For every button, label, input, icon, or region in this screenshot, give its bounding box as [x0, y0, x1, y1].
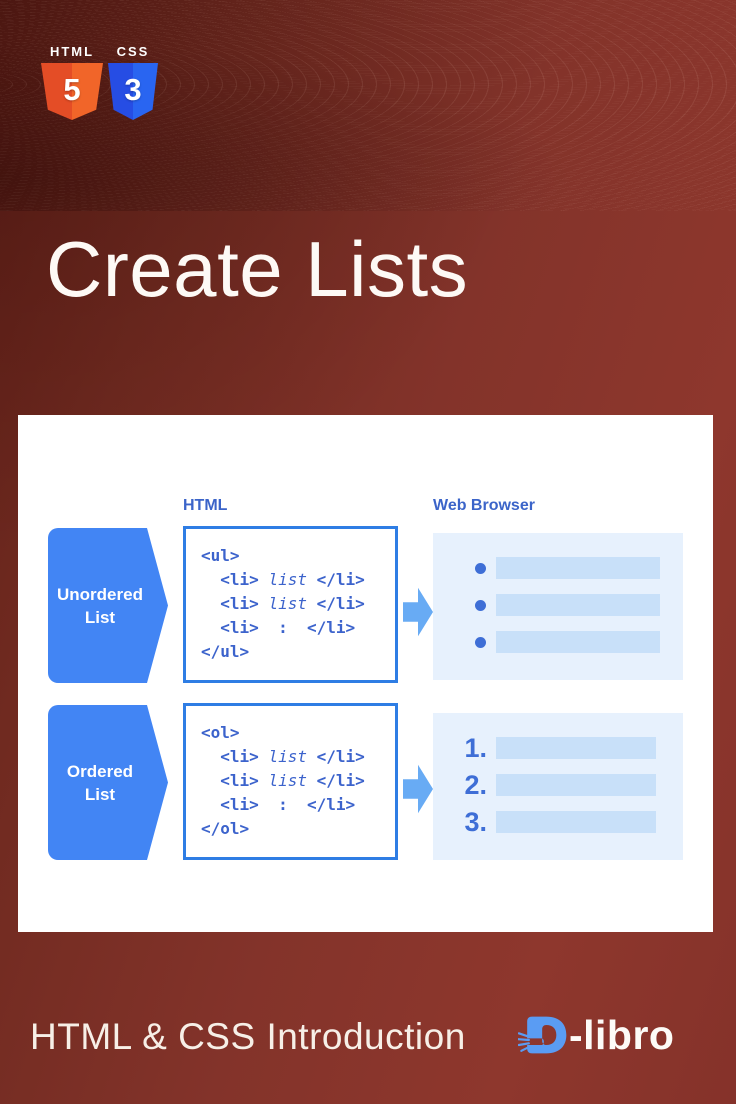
- css3-number: 3: [124, 72, 142, 107]
- brand-logo: -libro: [518, 1008, 674, 1062]
- badge-unordered-line1: Unordered: [57, 584, 143, 604]
- diagram-card: HTML Web Browser Unordered List <ul> <li…: [18, 415, 713, 932]
- footer-subtitle: HTML & CSS Introduction: [30, 1016, 466, 1057]
- page-title: Create Lists: [46, 225, 469, 313]
- list-number: 1.: [464, 732, 487, 763]
- list-item-row: 2.: [433, 770, 683, 800]
- content-bar: [496, 774, 656, 796]
- list-item-row: 1.: [433, 733, 683, 763]
- css3-shield-icon: 3: [108, 63, 158, 120]
- flow-arrow-icon: [403, 764, 433, 814]
- content-bar: [496, 557, 660, 579]
- html5-number: 5: [63, 72, 81, 107]
- dlibro-mark-icon: [518, 1016, 567, 1054]
- column-header-web-browser: Web Browser: [433, 497, 535, 514]
- html5-logo: HTML 5: [40, 44, 104, 120]
- css3-logo: CSS 3: [107, 44, 159, 120]
- badge-ordered-line2: List: [84, 784, 116, 804]
- badge-ordered-list: Ordered List: [48, 705, 168, 860]
- list-item-row: [433, 557, 683, 579]
- list-item-row: 3.: [433, 807, 683, 837]
- content-bar: [496, 631, 660, 653]
- content-bar: [496, 737, 656, 759]
- badge-ordered-line1: Ordered: [66, 761, 134, 781]
- badge-unordered-list: Unordered List: [48, 528, 168, 683]
- column-header-html: HTML: [183, 497, 228, 514]
- html5-shield-icon: 5: [41, 63, 103, 120]
- browser-panel-ordered: 1. 2. 3.: [433, 713, 683, 860]
- code-box-ul: <ul> <li> list </li> <li> list </li> <li…: [183, 526, 398, 683]
- list-number: 2.: [464, 769, 487, 800]
- bullet-icon: [475, 599, 486, 611]
- content-bar: [496, 811, 656, 833]
- badge-unordered-line2: List: [84, 607, 116, 627]
- list-item-row: [433, 631, 683, 653]
- list-item-row: [433, 594, 683, 616]
- css3-label: CSS: [116, 44, 150, 59]
- flow-arrow-icon: [403, 587, 433, 637]
- content-bar: [496, 594, 660, 616]
- html5-label: HTML: [49, 44, 95, 59]
- code-box-ol: <ol> <li> list </li> <li> list </li> <li…: [183, 703, 398, 860]
- browser-panel-unordered: [433, 533, 683, 680]
- list-number: 3.: [464, 806, 487, 837]
- brand-wordmark: -libro: [569, 1011, 675, 1058]
- bullet-icon: [475, 636, 486, 648]
- bullet-icon: [475, 562, 486, 574]
